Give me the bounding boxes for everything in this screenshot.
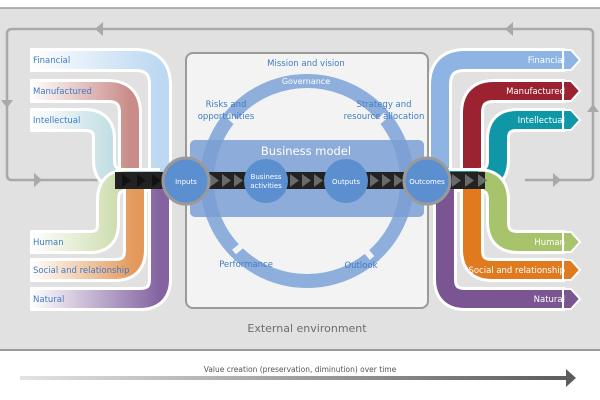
left-social-label: Social and relationship [33,266,130,276]
chevron-icon [452,174,461,187]
right-social-band [463,180,565,279]
governance-label: Governance [282,77,330,86]
right-natural-arrowhead [562,288,582,310]
business-activities-label-1: Business [251,173,282,181]
right-capitals [428,48,565,311]
timeline-label: Value creation (preservation, diminution… [204,365,397,374]
mission-vision-label: Mission and vision [267,59,345,69]
strategy-label-2: resource allocation [344,112,425,122]
right-manufactured-label: Manufactured [506,87,565,97]
loop-arrow-left-right-icon [34,173,42,187]
risks-label-1: Risks and [206,100,247,110]
chevron-icon [222,174,231,187]
right-social-arrowhead [562,259,582,281]
left-manufactured-band [30,82,139,180]
left-manufactured-label: Manufactured [33,87,92,97]
chevron-icon [394,174,403,187]
chevron-icon [234,174,243,187]
external-environment-label: External environment [247,322,367,335]
chevron-icon [465,174,474,187]
performance-label: Performance [219,260,273,270]
outlook-label: Outlook [344,261,377,271]
right-intellectual-label: Intellectual [518,116,565,126]
feedback-loop [5,27,595,182]
left-human-label: Human [33,238,64,248]
loop-arrow-top-right-icon [505,22,513,36]
right-manufactured-arrowhead [562,80,582,102]
outputs-node [324,159,368,203]
right-social-label: Social and relationship [468,266,565,276]
right-intellectual-arrowhead [562,109,582,131]
left-natural-band [30,180,169,308]
chevron-icon [152,174,161,187]
chevron-icon [210,174,219,187]
timeline-bar [20,376,570,380]
chevron-icon [302,174,311,187]
left-financial-label: Financial [33,56,70,66]
left-financial-band [30,51,169,180]
right-financial-label: Financial [528,56,565,66]
chevron-icon [382,174,391,187]
loop-arrow-left-down-icon [1,100,13,108]
business-activities-label-2: activities [250,182,282,190]
business-activities-node [244,159,288,203]
strategy-label-1: Strategy and [356,100,411,110]
ring-gaps [225,112,389,260]
timeline-arrow-icon [566,369,576,387]
chevron-icon [290,174,299,187]
right-human-arrowhead [562,231,582,253]
right-financial-arrowhead [562,49,582,71]
chevron-icon [314,174,323,187]
outputs-label: Outputs [332,178,360,186]
chevrons [122,174,487,187]
left-social-band [30,180,144,279]
right-human-band [477,171,565,251]
loop-arrow-right-right-icon [553,173,561,187]
outcomes-label: Outcomes [409,178,445,186]
chevron-icon [370,174,379,187]
chevron-icon [478,174,487,187]
risks-label-2: opportunities [198,112,255,122]
inputs-label: Inputs [175,178,197,186]
right-natural-label: Natural [534,295,565,305]
chevron-icon [137,174,146,187]
left-capitals [30,48,172,311]
right-manufactured-band [463,82,565,180]
loop-arrow-top-left-icon [95,22,103,36]
left-natural-label: Natural [33,295,64,305]
right-natural-band [436,180,565,308]
left-intellectual-label: Intellectual [33,116,80,126]
right-financial-band [431,51,565,180]
right-human-label: Human [534,238,565,248]
outcomes-node [402,156,452,206]
inputs-node [161,156,211,206]
chevron-icon [122,174,131,187]
business-model-label: Business model [261,144,351,158]
loop-arrow-right-up-icon [587,104,599,112]
